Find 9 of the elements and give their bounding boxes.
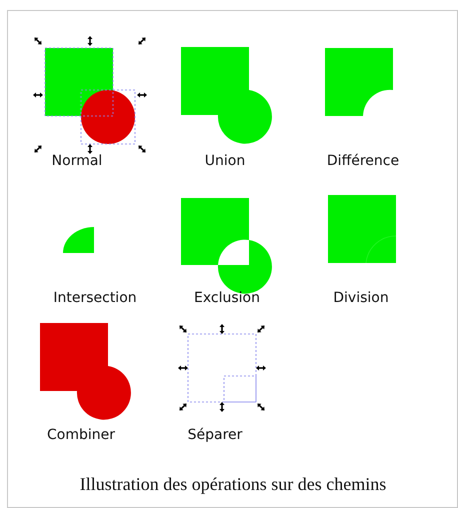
operation-label: Intersection xyxy=(53,290,137,306)
figure-caption: Illustration des opérations sur des chemins xyxy=(80,474,386,495)
operation-label: Séparer xyxy=(188,427,242,443)
operation-label: Division xyxy=(333,290,389,306)
operation-label: Union xyxy=(204,153,246,169)
operation-label: Combiner xyxy=(47,427,115,443)
operation-label: Normal xyxy=(52,153,102,169)
operation-label: Exclusion xyxy=(194,290,260,306)
operation-label: Différence xyxy=(326,153,400,169)
